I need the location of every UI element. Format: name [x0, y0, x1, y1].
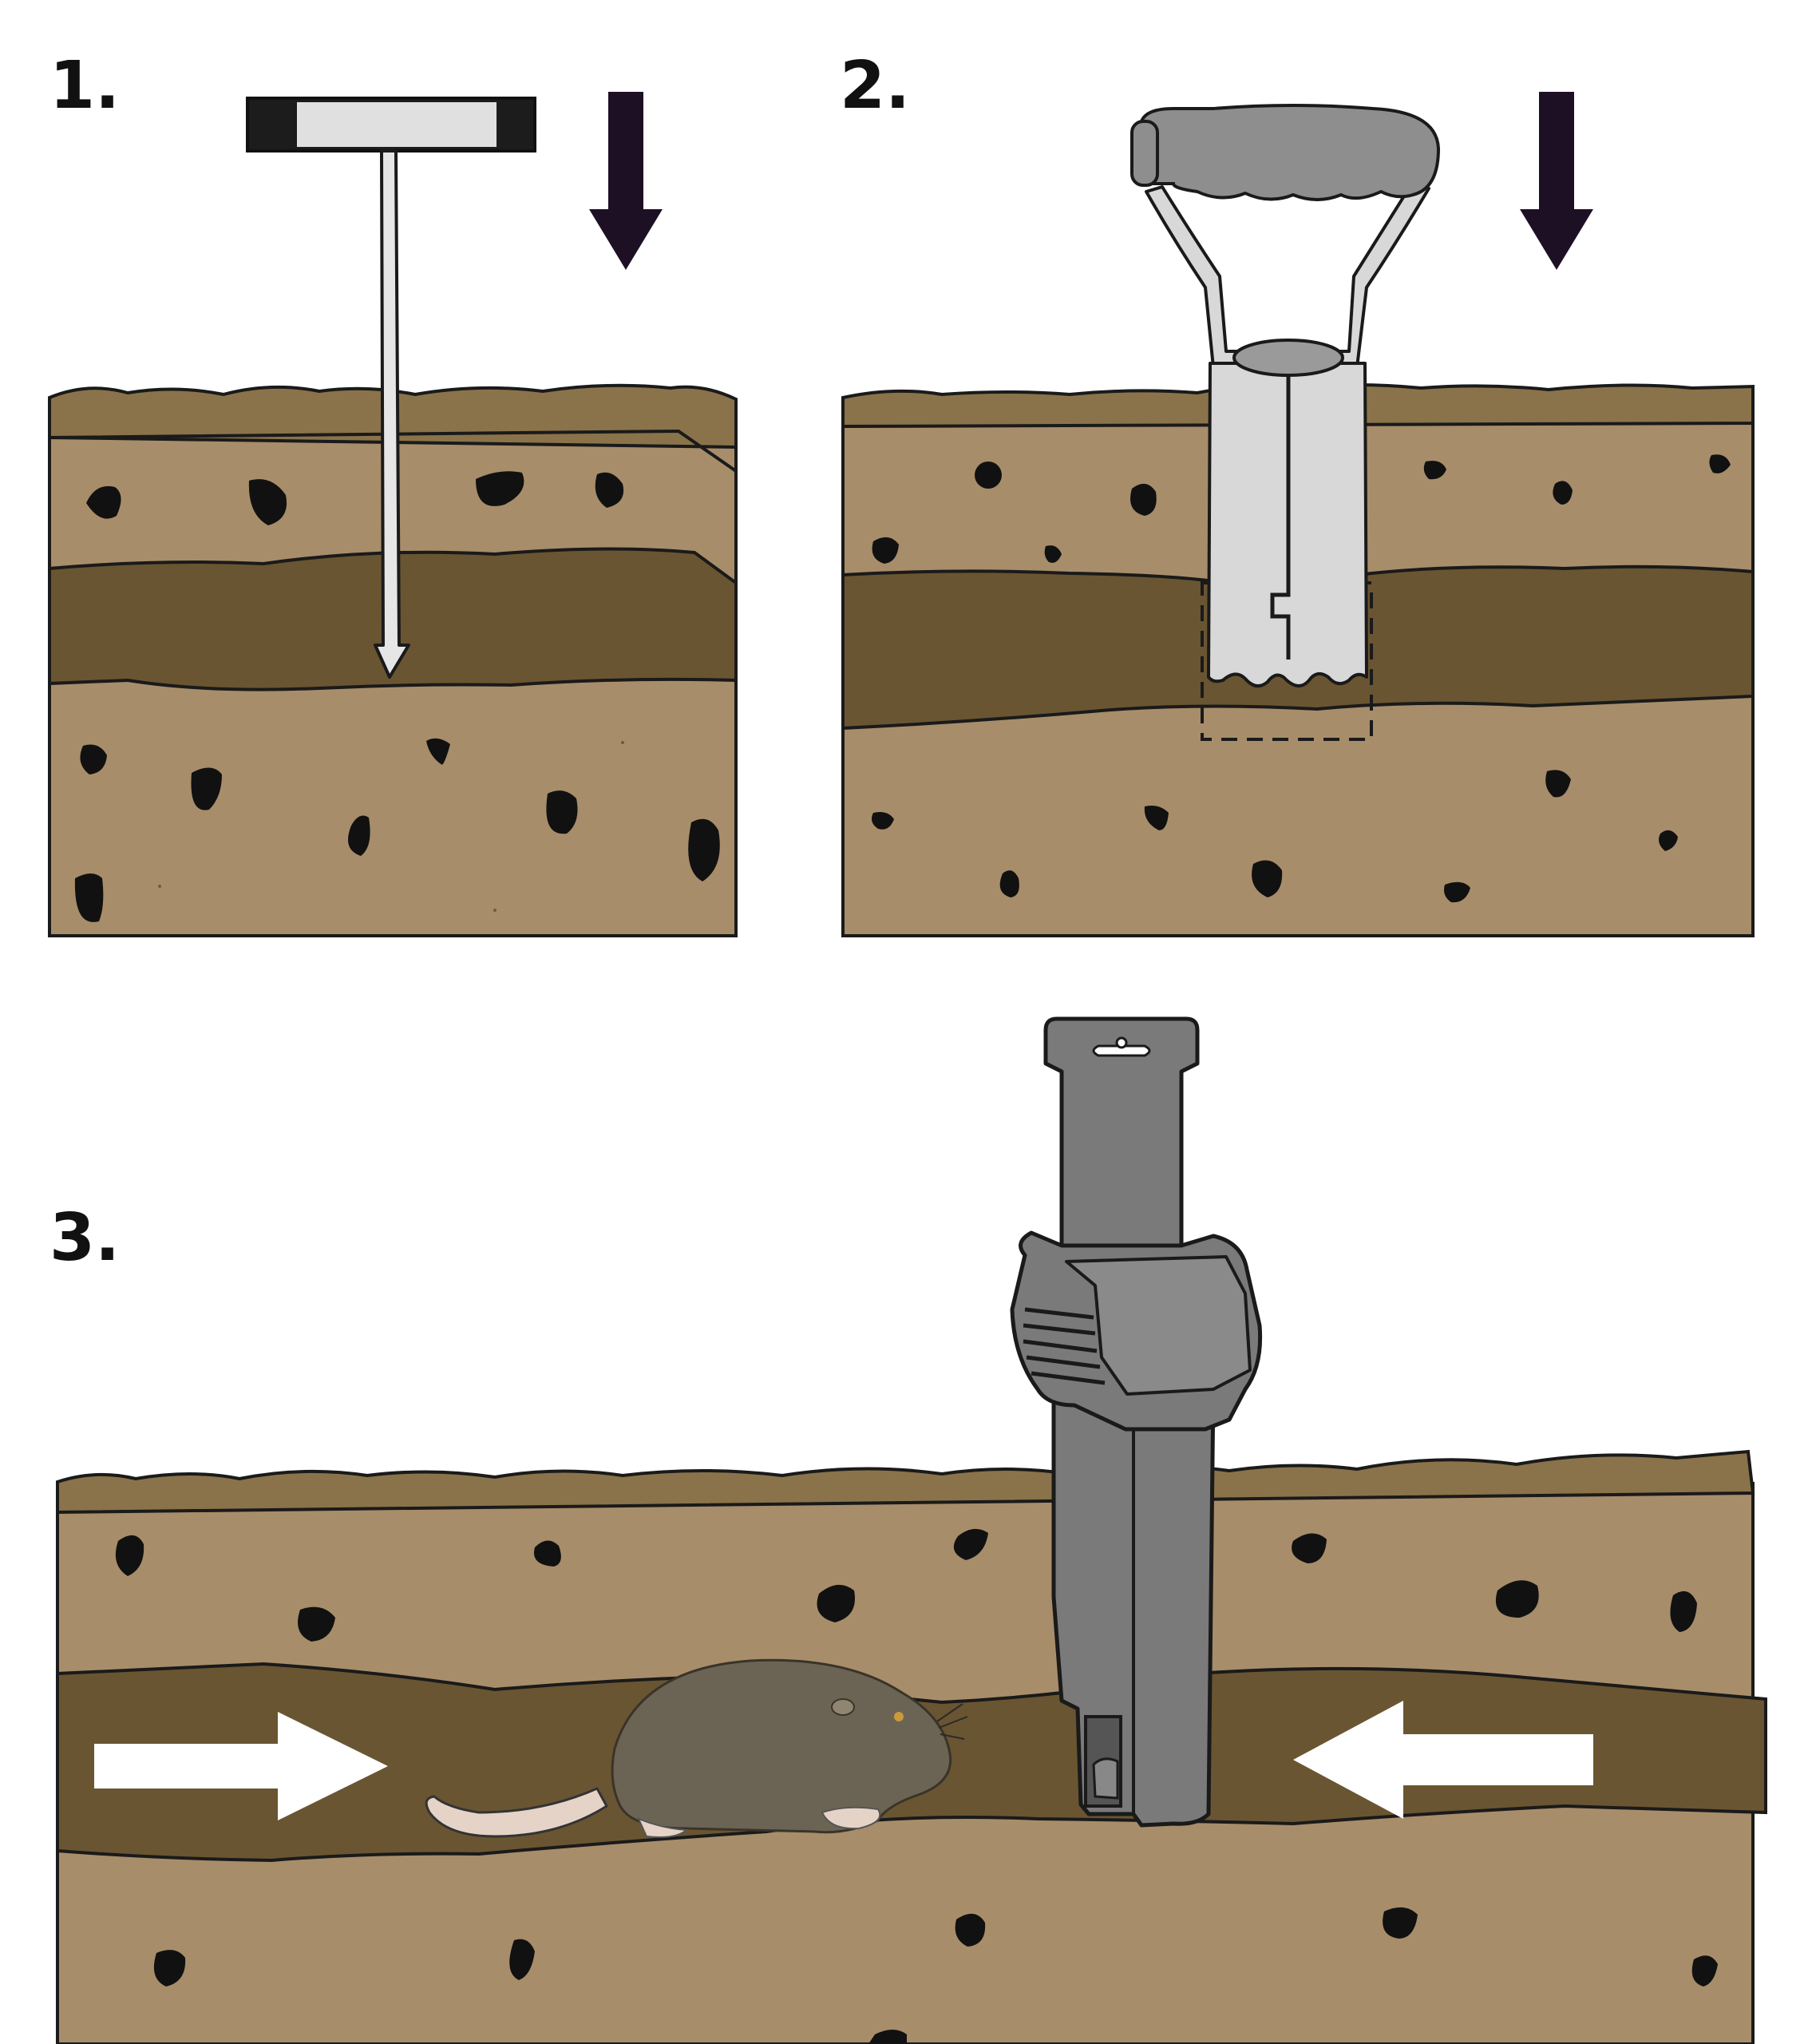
gopher-icon [425, 1658, 968, 1838]
panel-1-topsoil-line [49, 429, 738, 473]
probe-rod [374, 149, 410, 679]
probe-handle-grip [297, 102, 497, 147]
trap-clamp-face [1065, 1255, 1252, 1396]
panel-1-rocks [74, 471, 720, 922]
right-arrow-icon [94, 1712, 388, 1820]
push-down-arrow-icon-2 [1520, 92, 1593, 270]
panel-2-rocks [872, 454, 1731, 903]
gopher-eye [894, 1712, 904, 1721]
gopher-whiskers [936, 1703, 968, 1740]
step-1-label: 1. [49, 48, 120, 124]
left-arrow-icon [1293, 1701, 1593, 1819]
step-2-label: 2. [840, 48, 910, 124]
corer-slot [1270, 375, 1291, 660]
trap-hang-slot [1092, 1044, 1151, 1057]
push-down-arrow-icon [589, 92, 663, 270]
gopher-front-paw [821, 1806, 881, 1830]
gopher-hind-paw [637, 1817, 689, 1838]
corer-grip [1131, 104, 1441, 201]
burrow-trap-icon [1010, 1016, 1263, 1828]
trap-upper-tube [1043, 1016, 1200, 1248]
panel-3-rocks [115, 1528, 1718, 2044]
corer-grip-cap [1130, 120, 1159, 187]
panel-1-soil-specks [158, 741, 624, 912]
gopher-ear [831, 1698, 855, 1716]
corer-plunger-disc [1232, 339, 1344, 377]
step-3-label: 3. [49, 1200, 120, 1276]
t-probe-icon [246, 97, 536, 679]
panel-3-topsoil [56, 1449, 1755, 1515]
trap-clamp-ridges [1023, 1307, 1106, 1385]
tube-corer-icon [1130, 104, 1441, 741]
gopher-tail [425, 1787, 608, 1838]
